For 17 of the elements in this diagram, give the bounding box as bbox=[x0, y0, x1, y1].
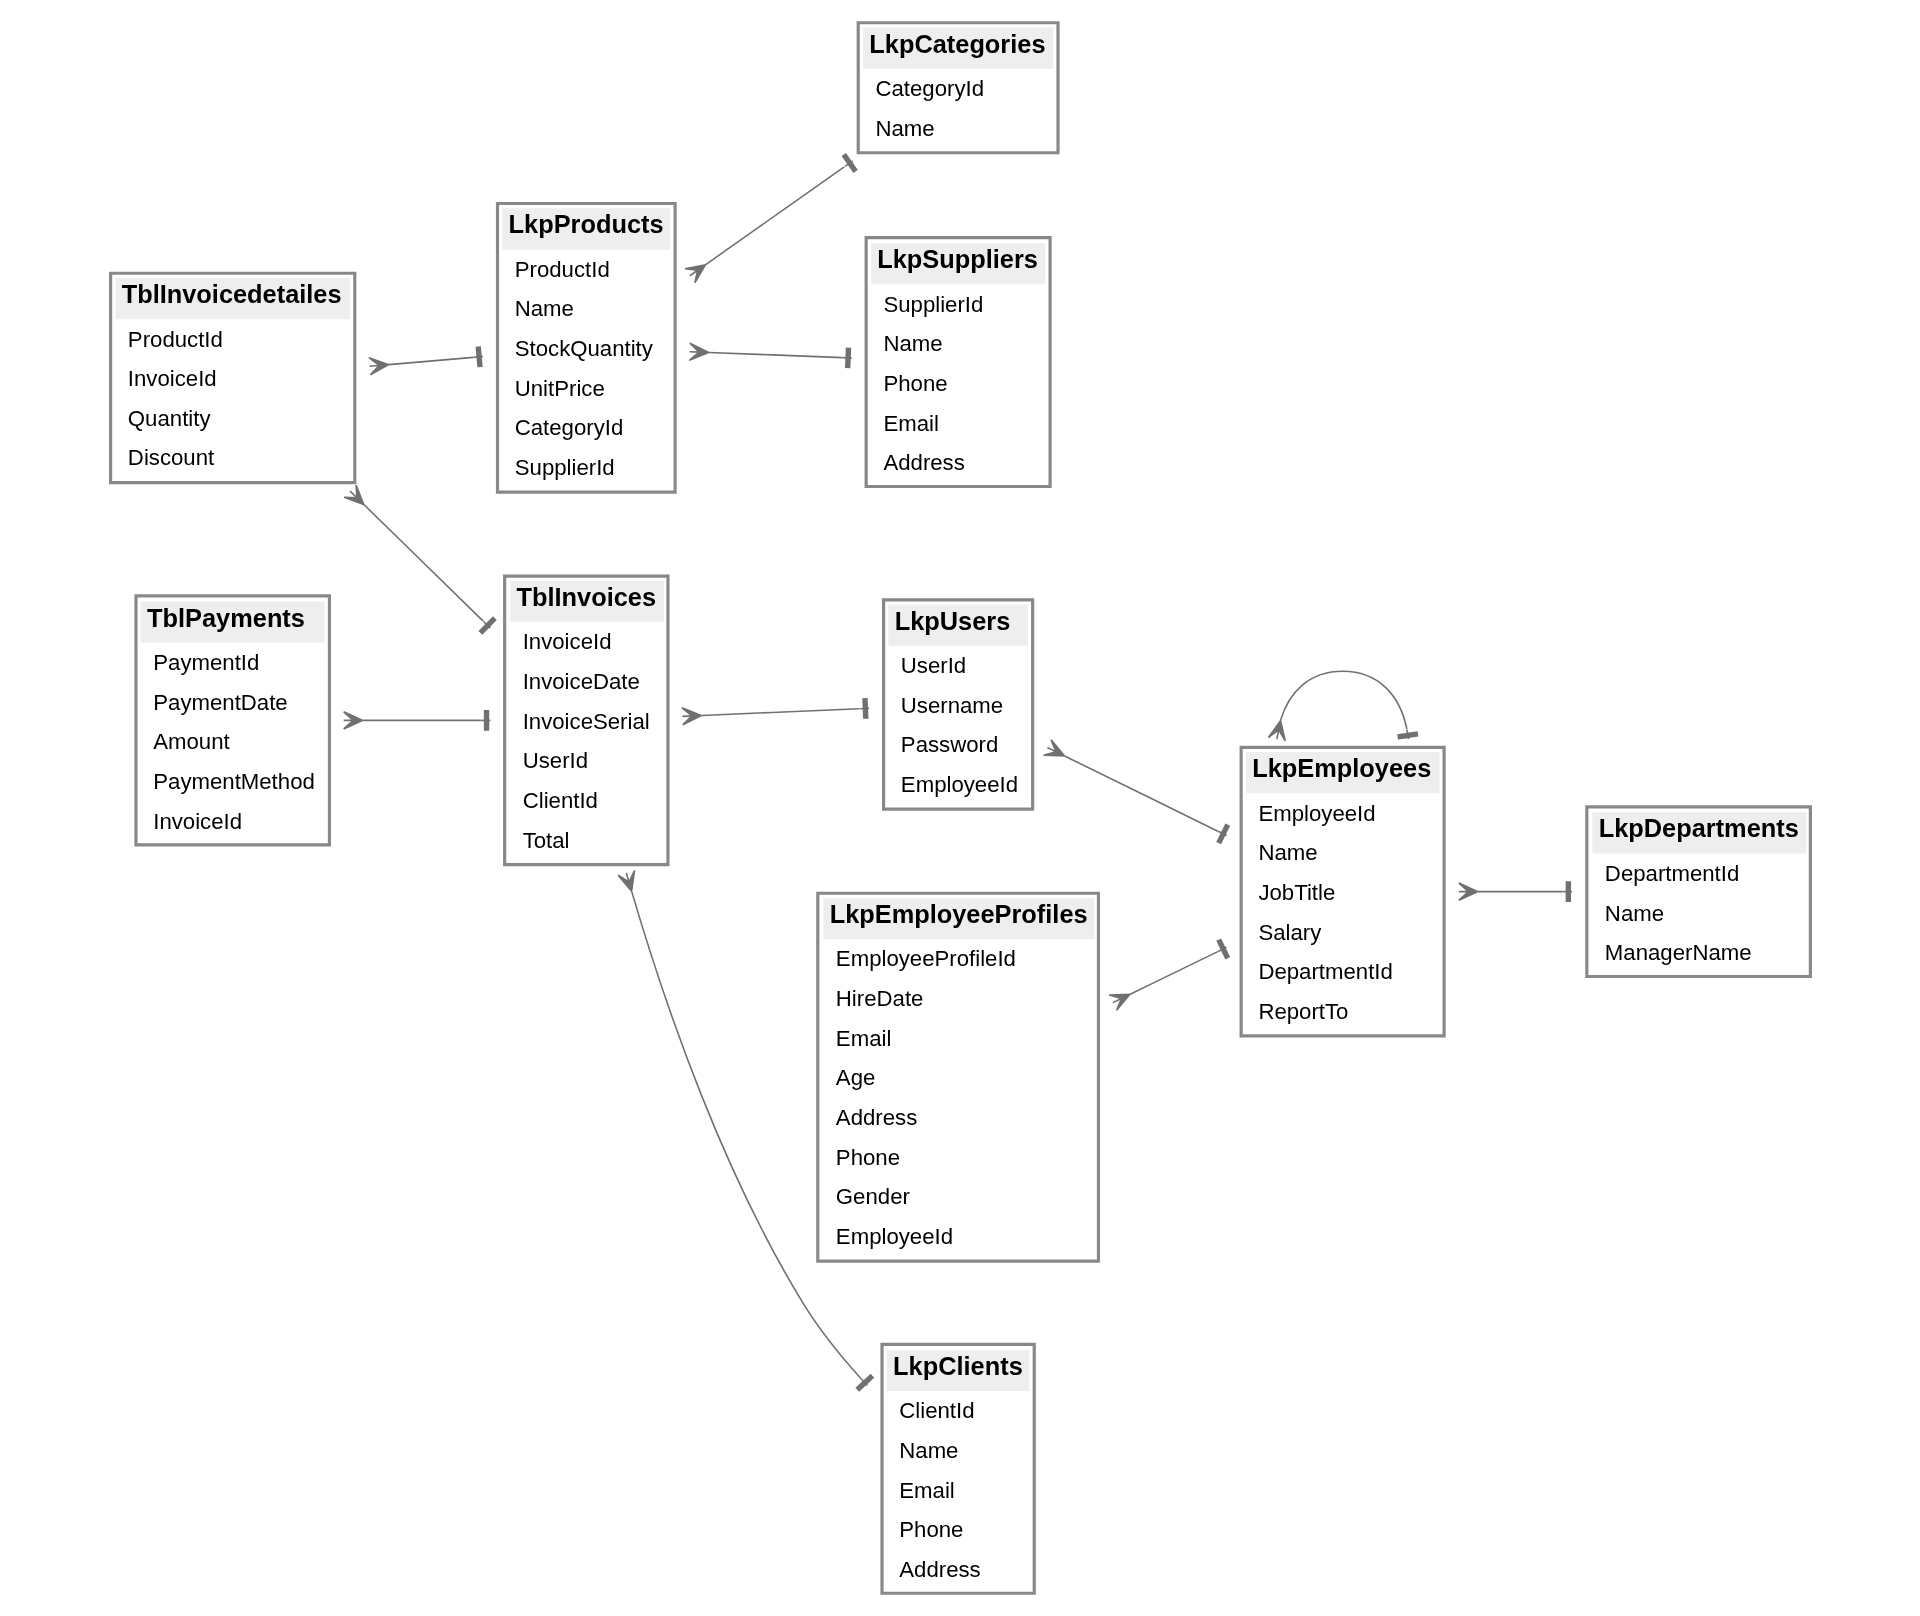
connector bbox=[616, 869, 874, 1392]
node-box: TblPayments PaymentId PaymentDate Amount PaymentMethod InvoiceId bbox=[133, 594, 331, 847]
connector bbox=[688, 342, 853, 369]
connector bbox=[683, 153, 858, 284]
node-box: LkpCategories CategoryId Name bbox=[856, 21, 1060, 155]
connector bbox=[1267, 670, 1418, 742]
node-box: LkpProducts ProductId Name StockQuantity UnitPrice CategoryId SupplierId bbox=[495, 201, 677, 494]
node-box: LkpUsers UserId Username Password EmployeeId bbox=[881, 598, 1034, 811]
node-box: LkpClients ClientId Name Email Phone Address bbox=[879, 1342, 1036, 1595]
node-box: LkpEmployees EmployeeId Name JobTitle Salary DepartmentId ReportTo bbox=[1239, 745, 1446, 1038]
node-box: TblInvoicedetailes ProductId InvoiceId Quantity Discount bbox=[108, 271, 356, 485]
connector bbox=[1107, 938, 1230, 1012]
connector bbox=[342, 484, 497, 635]
node-box: LkpEmployeeProfiles EmployeeProfileId HireDate Email Age Address Phone Gender EmployeeId bbox=[815, 891, 1100, 1263]
node-box: TblInvoices InvoiceId InvoiceDate InvoiceSerial UserId ClientId Total bbox=[502, 574, 670, 867]
node-box: LkpSuppliers SupplierId Name Phone Email Address bbox=[864, 236, 1052, 489]
node-box: LkpDepartments DepartmentId Name ManagerName bbox=[1584, 805, 1812, 979]
